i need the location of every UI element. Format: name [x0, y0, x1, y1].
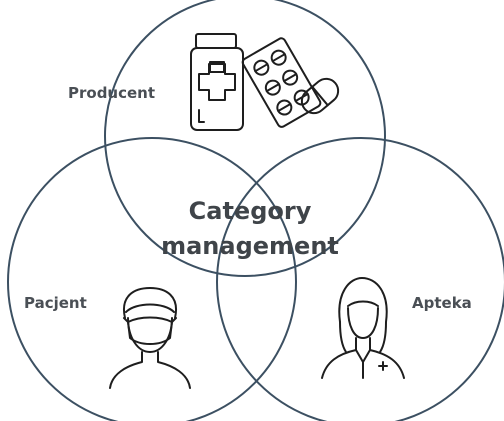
center-label-line2: management [161, 232, 339, 260]
circle-producent [104, 0, 386, 277]
medicine-icon [190, 33, 340, 131]
label-apteka: Apteka [412, 294, 472, 312]
label-producent: Producent [68, 84, 155, 102]
label-pacjent: Pacjent [24, 294, 87, 312]
pharmacist-icon [321, 277, 405, 379]
center-label-line1: Category [189, 197, 312, 225]
circle-pacjent [7, 137, 297, 421]
patient-mask-icon [109, 287, 191, 389]
circle-apteka [216, 137, 504, 421]
